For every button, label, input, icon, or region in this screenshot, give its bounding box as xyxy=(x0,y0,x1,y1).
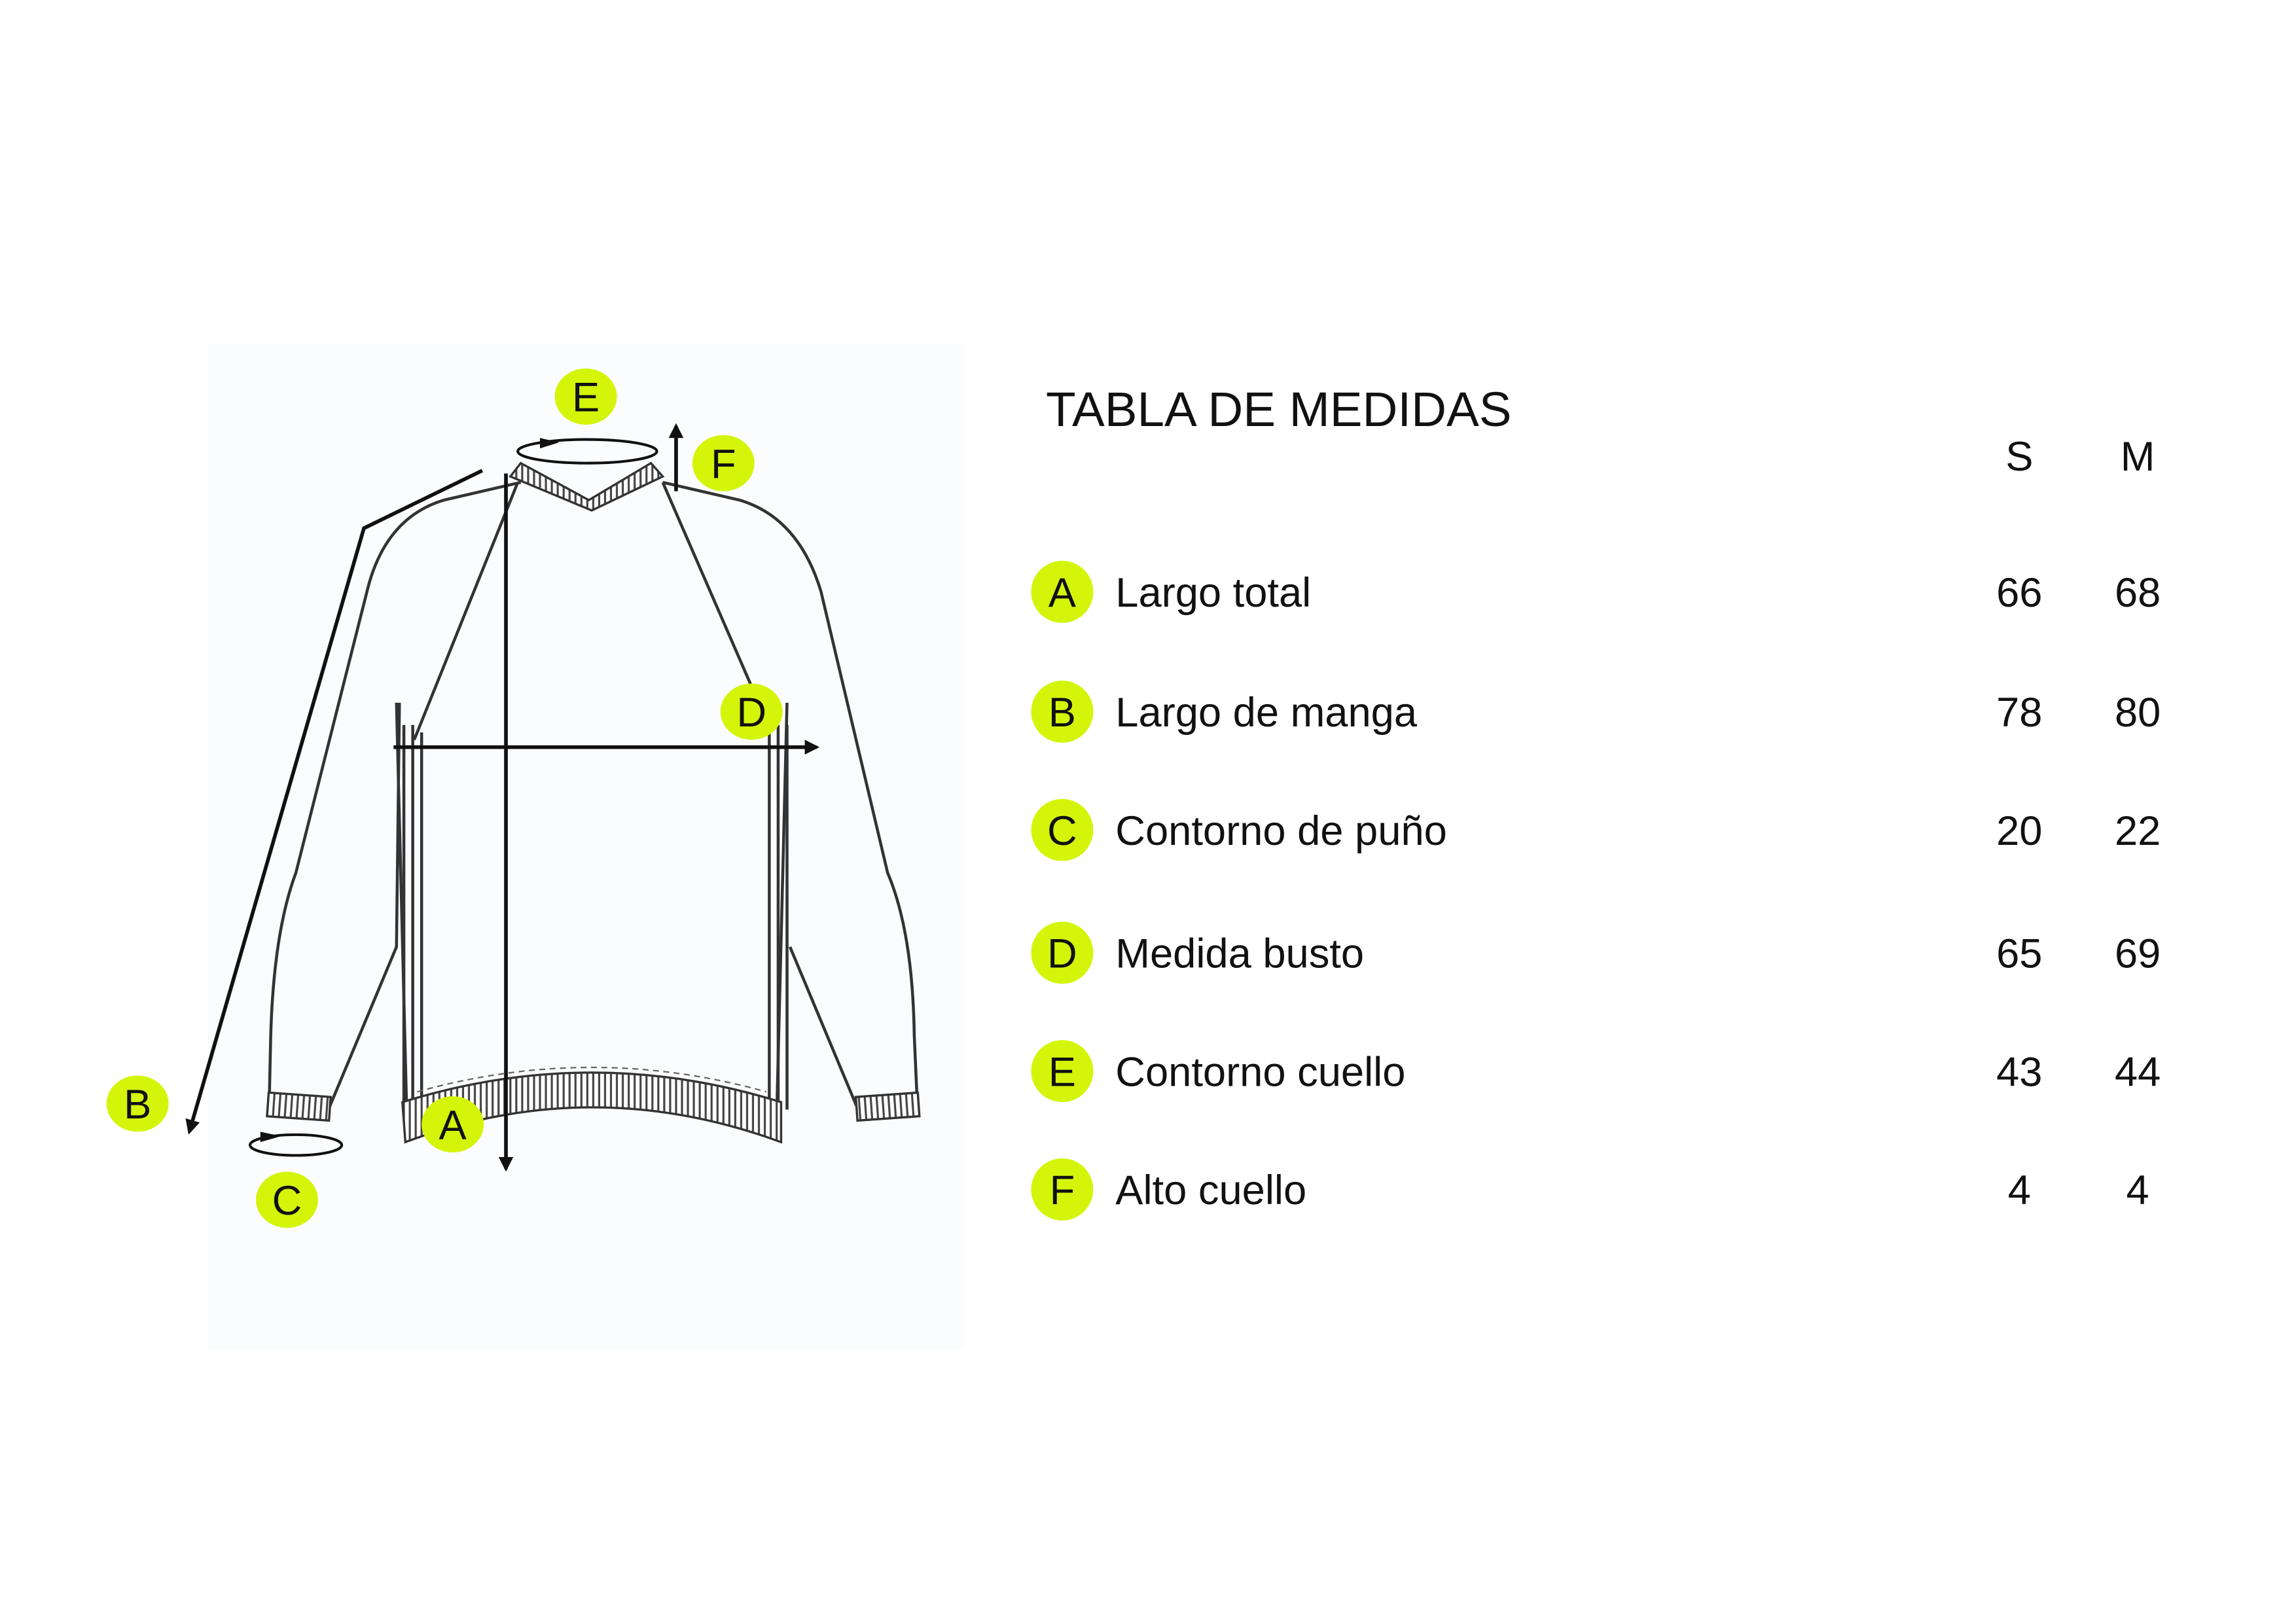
left-cuff xyxy=(266,1091,332,1122)
row-value-s: 20 xyxy=(1996,808,2042,854)
table-row: D Medida busto 65 69 xyxy=(1031,921,2161,984)
row-label: Contorno cuello xyxy=(1115,1049,1405,1095)
svg-text:C: C xyxy=(272,1178,302,1224)
row-value-m: 4 xyxy=(2126,1168,2149,1213)
hem-stitch xyxy=(417,1066,767,1093)
row-value-m: 44 xyxy=(2115,1049,2161,1095)
marker-a: A xyxy=(422,1096,484,1153)
row-value-s: 66 xyxy=(1996,570,2042,616)
diagram-background xyxy=(207,343,965,1349)
table-row: C Contorno de puño 20 22 xyxy=(1031,798,2161,861)
header-size-s: S xyxy=(2005,434,2033,480)
row-badge xyxy=(1031,1158,1094,1221)
marker-b: B xyxy=(106,1075,169,1132)
neck-circumference-loop xyxy=(516,438,658,465)
arrow-manga xyxy=(185,469,484,1135)
row-key: D xyxy=(1047,931,1077,976)
table-title: TABLA DE MEDIDAS xyxy=(1046,382,1511,437)
svg-text:B: B xyxy=(124,1082,151,1128)
row-value-m: 68 xyxy=(2115,570,2161,616)
cuff-loop-arrowhead-icon xyxy=(260,1132,281,1143)
hem-rib xyxy=(401,1071,783,1144)
sweater-diagram: E F D B A C xyxy=(106,343,965,1349)
row-badge xyxy=(1031,560,1094,623)
row-badge xyxy=(1031,680,1094,743)
table-row: A Largo total 66 68 xyxy=(1031,560,2161,623)
row-value-s: 78 xyxy=(1996,690,2042,736)
table-row: B Largo de manga 78 80 xyxy=(1031,680,2161,743)
row-badge xyxy=(1031,1040,1094,1103)
row-label: Medida busto xyxy=(1115,931,1364,976)
svg-text:F: F xyxy=(711,441,736,487)
row-value-m: 69 xyxy=(2115,931,2161,976)
table-row: E Contorno cuello 43 44 xyxy=(1031,1040,2161,1103)
svg-text:E: E xyxy=(572,375,600,421)
row-badge xyxy=(1031,921,1094,984)
row-value-s: 43 xyxy=(1996,1049,2042,1095)
row-value-m: 80 xyxy=(2115,690,2161,736)
row-label: Largo total xyxy=(1115,570,1311,616)
svg-text:A: A xyxy=(439,1103,467,1149)
measurement-table: TABLA DE MEDIDAS S M A Largo total 66 68B La… xyxy=(1031,382,2161,1221)
row-key: B xyxy=(1049,690,1076,736)
table-row: F Alto cuello 4 4 xyxy=(1031,1158,2149,1221)
row-key: A xyxy=(1049,570,1077,616)
svg-text:D: D xyxy=(736,690,766,736)
row-value-s: 4 xyxy=(2008,1168,2031,1213)
row-label: Contorno de puño xyxy=(1115,808,1447,854)
right-cuff xyxy=(854,1091,921,1122)
row-key: E xyxy=(1049,1049,1076,1095)
marker-c: C xyxy=(256,1171,318,1228)
row-value-s: 65 xyxy=(1996,931,2042,976)
row-label: Alto cuello xyxy=(1115,1168,1306,1213)
row-key: C xyxy=(1047,808,1077,854)
header-size-m: M xyxy=(2121,434,2155,480)
side-stripes xyxy=(402,724,789,1110)
collar-rib xyxy=(509,461,665,512)
raglan-seams xyxy=(412,482,764,741)
marker-d: D xyxy=(720,683,783,740)
row-badge xyxy=(1031,798,1094,861)
row-value-m: 22 xyxy=(2115,808,2161,854)
row-key: F xyxy=(1050,1168,1075,1213)
marker-f: F xyxy=(692,435,755,491)
marker-e: E xyxy=(554,368,617,425)
neck-loop-arrowhead-icon xyxy=(540,438,560,449)
row-label: Largo de manga xyxy=(1115,690,1418,736)
cuff-circumference-loop xyxy=(248,1133,344,1157)
